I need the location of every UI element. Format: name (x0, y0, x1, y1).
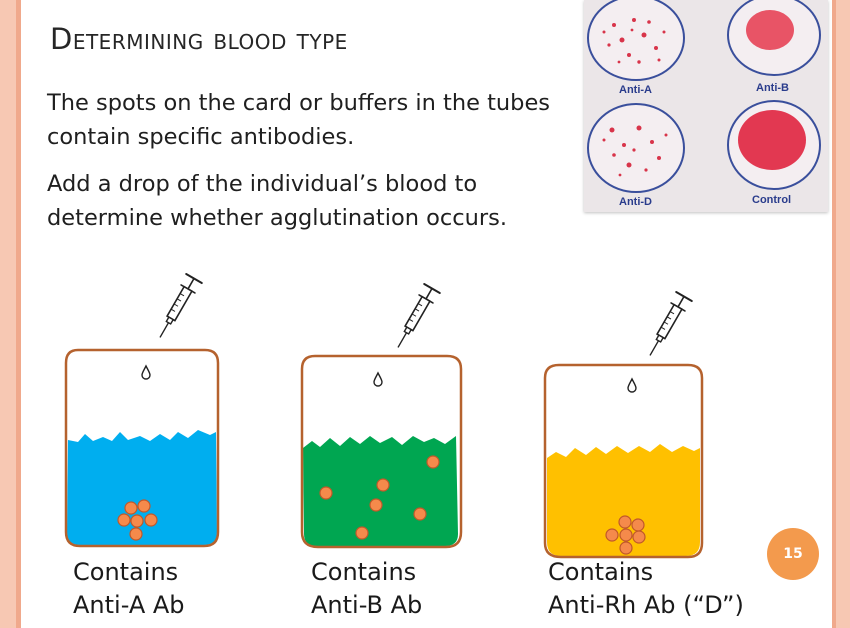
label-control: Control (752, 194, 792, 206)
tube-anti-b (300, 354, 463, 549)
tube-1-caption-line1: Contains (73, 558, 179, 586)
tube-1-liquid (67, 430, 217, 545)
syringe-icon (641, 291, 693, 361)
tube-1-agglutinated-cells (117, 499, 158, 541)
tube-3-liquid (547, 444, 700, 556)
tube-3-caption: Contains Anti-Rh Ab (“D”) (548, 556, 744, 622)
tube-2-dispersed-cells (319, 455, 440, 540)
tube-anti-a (64, 348, 220, 548)
slide-title: Determining blood type (50, 22, 348, 56)
tube-3-caption-line1: Contains (548, 558, 654, 586)
tube-2-caption-line2: Anti-B Ab (311, 591, 423, 619)
anti-a-well (587, 0, 685, 81)
paragraph-antibodies: The spots on the card or buffers in the … (47, 90, 551, 150)
control-smear (738, 110, 806, 170)
blood-drop-icon (373, 372, 383, 387)
anti-b-smear (746, 10, 794, 50)
left-border-band (0, 0, 16, 628)
anti-d-clumps (602, 125, 668, 177)
right-border-band (836, 0, 850, 628)
tube-3-caption-line2: Anti-Rh Ab (“D”) (548, 591, 744, 619)
tube-2-outline (300, 354, 463, 549)
tube-3-outline (543, 363, 704, 559)
tube-1-caption: Contains Anti-A Ab (73, 556, 185, 622)
right-border-stripe (832, 0, 836, 628)
left-border-stripe (16, 0, 21, 628)
label-anti-b: Anti-B (756, 82, 789, 94)
tube-1-outline (64, 348, 220, 548)
tube-2-liquid (303, 436, 458, 546)
label-anti-a: Anti-A (619, 84, 652, 96)
paragraph-add-blood: Add a drop of the individual’s blood to … (47, 171, 508, 231)
tube-2-caption: Contains Anti-B Ab (311, 556, 422, 622)
blood-drop-icon (141, 365, 151, 380)
tube-1-caption-line2: Anti-A Ab (73, 591, 185, 619)
anti-a-clumps (602, 18, 666, 64)
syringe-icon (389, 283, 441, 353)
card-illustration (584, 0, 828, 212)
tube-2-caption-line1: Contains (311, 558, 417, 586)
tube-3-agglutinated-cells (605, 515, 646, 555)
syringe-icon (151, 273, 203, 343)
anti-d-well (587, 103, 685, 193)
blood-typing-card-photo: Anti-A Anti-B Anti-D Control (584, 0, 828, 212)
tube-anti-rh (543, 363, 704, 559)
label-anti-d: Anti-D (619, 196, 652, 208)
blood-drop-icon (627, 378, 637, 393)
page-number-badge: 15 (767, 528, 819, 580)
